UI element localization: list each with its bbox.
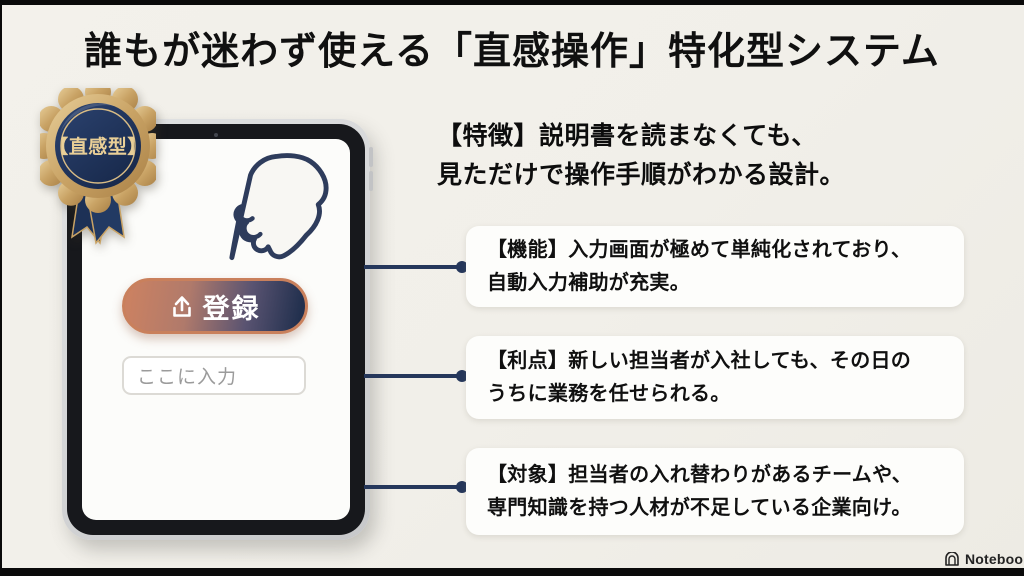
connector-line-benefit [364,370,468,382]
page-title: 誰もが迷わず使える「直感操作」特化型システム [84,31,940,73]
tablet-volume-button [369,171,373,191]
letterbox-left [0,0,2,576]
connector-line-target [364,481,468,493]
badge-rosette [40,88,156,213]
letterbox-top [0,0,1024,5]
info-box-function: 【機能】入力画面が極めて単純化されており、 自動入力補助が充実。 [466,226,964,307]
feature-note: 【特徴】説明書を読まなくても、 見ただけで操作手順がわかる設計。 [437,122,846,189]
info-box-target-text: 【対象】担当者の入れ替わりがあるチームや、 専門知識を持つ人材が不足している企業… [487,464,913,519]
letterbox-bottom [0,568,1024,576]
tablet-camera-dot [214,133,218,137]
info-box-target: 【対象】担当者の入れ替わりがあるチームや、 専門知識を持つ人材が不足している企業… [466,448,964,535]
notebooklm-watermark: NotebookLM [944,551,1024,567]
text-input[interactable]: ここに入力 [122,356,306,395]
watermark-label: NotebookLM [965,551,1024,567]
badge-label: 【直感型】 [49,135,147,158]
notebooklm-logo-icon [945,551,959,566]
register-button-label: 登録 [202,293,261,324]
info-box-benefit-text: 【利点】新しい担当者が入社しても、その日の うちに業務を任せられる。 [487,350,912,405]
input-placeholder: ここに入力 [137,367,238,388]
connector-line-function [364,261,468,273]
tablet-volume-button [369,147,373,167]
info-box-function-text: 【機能】入力画面が極めて単純化されており、 自動入力補助が充実。 [487,239,912,294]
award-badge: 【直感型】 [40,88,156,245]
pointing-hand-icon [229,153,329,261]
info-box-benefit: 【利点】新しい担当者が入社しても、その日の うちに業務を任せられる。 [466,336,964,419]
register-button[interactable]: 登録 [122,278,308,334]
upload-icon [172,295,191,317]
